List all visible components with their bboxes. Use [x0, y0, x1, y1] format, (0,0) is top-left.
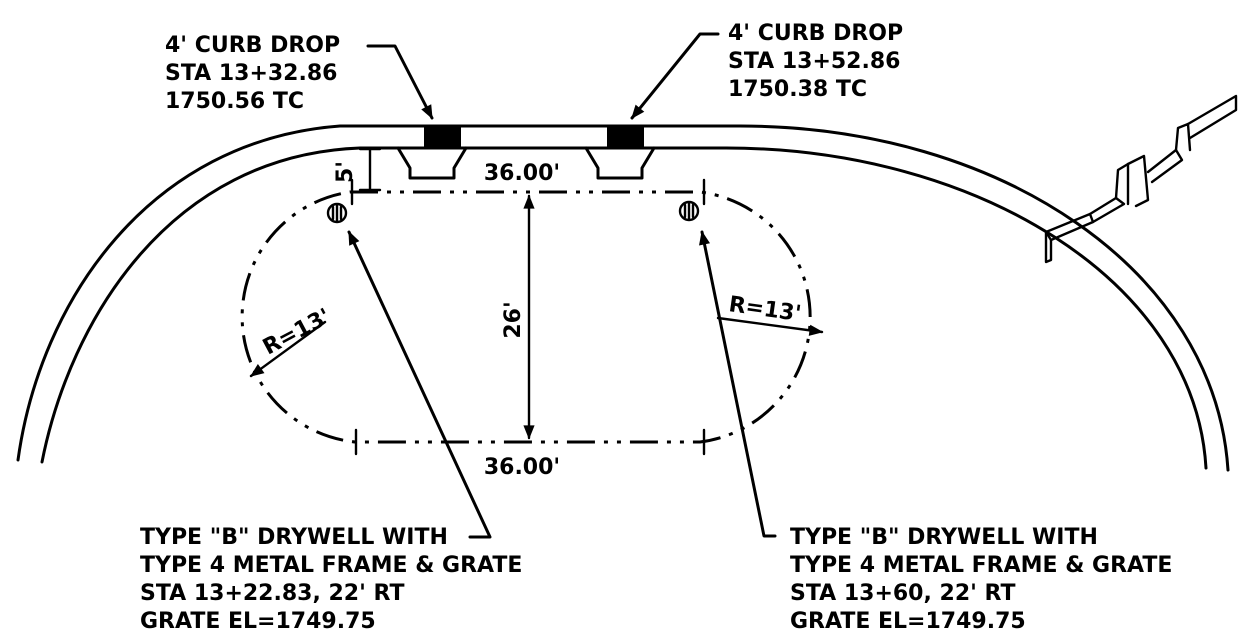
curb-drop-right-line3: 1750.38 TC [728, 77, 867, 102]
radius-right-leader [716, 316, 824, 336]
curb-drop-right-leader [630, 32, 720, 120]
bottom-length-label: 36.00' [484, 455, 560, 480]
curb-drop-right-line2: STA 13+52.86 [728, 49, 900, 74]
drywell-left-line1: TYPE "B" DRYWELL WITH [140, 525, 448, 550]
curb-drop-right-callout: 4' CURB DROP STA 13+52.86 1750.38 TC [728, 21, 903, 102]
drywell-left-line2: TYPE 4 METAL FRAME & GRATE [140, 553, 522, 578]
curb-drop-left-leader [366, 44, 434, 120]
drywell-right-line2: TYPE 4 METAL FRAME & GRATE [790, 553, 1172, 578]
drywell-boundary [240, 190, 812, 444]
drywell-right-line1: TYPE "B" DRYWELL WITH [790, 525, 1098, 550]
drywell-left-leader [347, 230, 492, 539]
drywell-right-line4: GRATE EL=1749.75 [790, 609, 1026, 634]
dimension-ticks [350, 178, 706, 456]
north-arrow-icon [1044, 94, 1238, 264]
curb-drop-right [584, 126, 656, 180]
drywell-grate-right-icon [678, 200, 700, 222]
width-label: 26' [501, 301, 526, 338]
drywell-left-callout: TYPE "B" DRYWELL WITH TYPE 4 METAL FRAME… [140, 525, 522, 634]
drywell-right-line3: STA 13+60, 22' RT [790, 581, 1015, 606]
curb-drop-left-line3: 1750.56 TC [165, 89, 304, 114]
top-length-label: 36.00' [484, 161, 560, 186]
curb-line [16, 124, 1230, 472]
curb-drop-right-line1: 4' CURB DROP [728, 21, 903, 46]
curb-drop-left [396, 126, 468, 180]
radius-left-label: R=13' [259, 304, 335, 360]
offset-dimension: 5' [333, 147, 382, 192]
drywell-right-callout: TYPE "B" DRYWELL WITH TYPE 4 METAL FRAME… [790, 525, 1172, 634]
curb-drop-left-callout: 4' CURB DROP STA 13+32.86 1750.56 TC [165, 33, 340, 114]
drywell-grate-left-icon [326, 202, 348, 224]
curb-drop-left-line1: 4' CURB DROP [165, 33, 340, 58]
drywell-right-leader [699, 230, 777, 538]
drywell-left-line4: GRATE EL=1749.75 [140, 609, 376, 634]
curb-drop-left-line2: STA 13+32.86 [165, 61, 337, 86]
drywell-left-line3: STA 13+22.83, 22' RT [140, 581, 404, 606]
radius-left-leader [249, 320, 327, 378]
offset-label: 5' [333, 161, 358, 183]
